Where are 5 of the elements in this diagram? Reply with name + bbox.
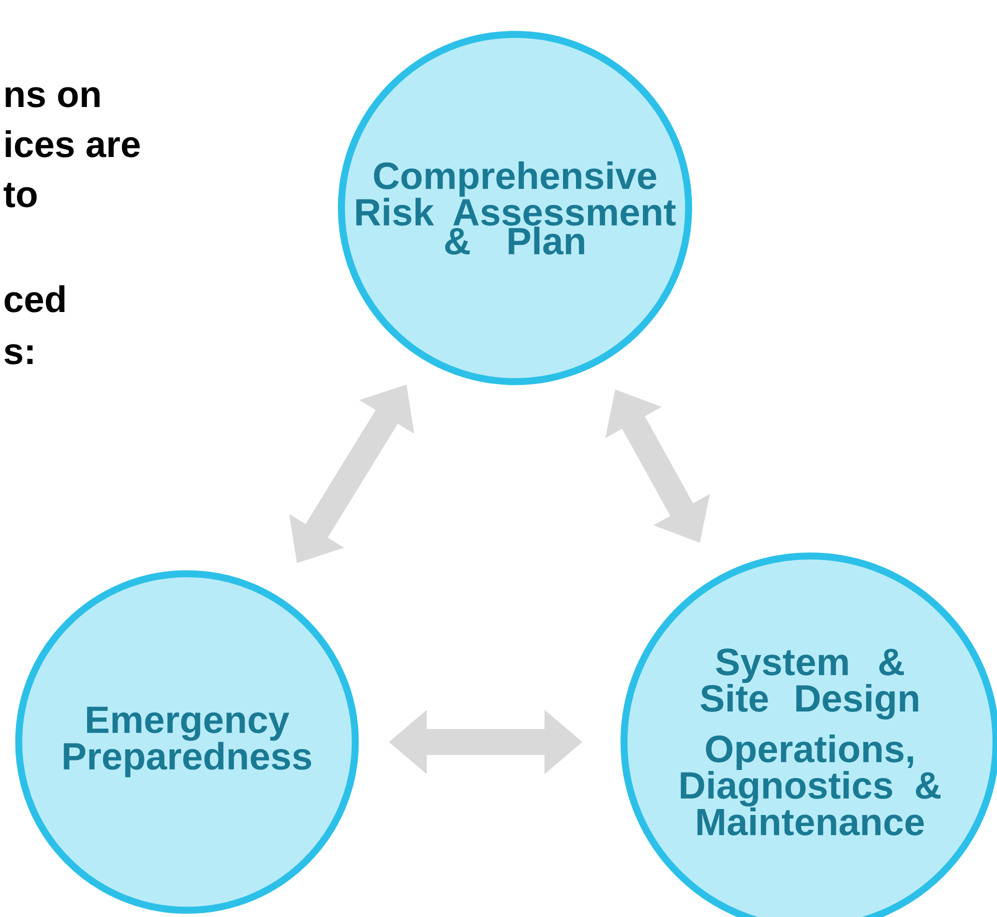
text-fragment: ced bbox=[4, 285, 64, 312]
text-fragment: ices are bbox=[6, 130, 140, 158]
text-fragment: ns on bbox=[6, 87, 100, 108]
text-fragment: to bbox=[4, 182, 37, 208]
text-fragment: s: bbox=[4, 344, 33, 364]
